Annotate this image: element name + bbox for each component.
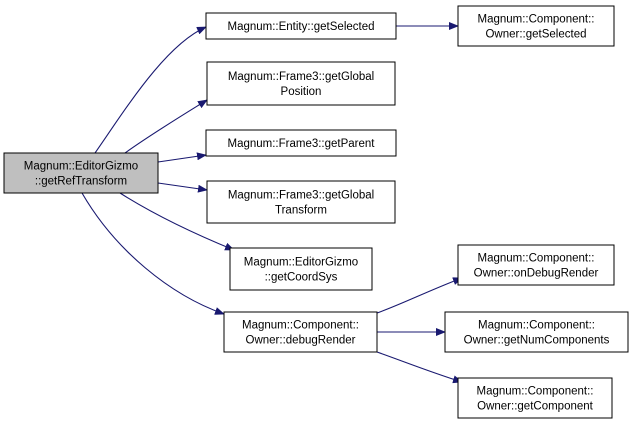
- node-label-line: Transform: [275, 205, 327, 217]
- edge-root-to-frame3_getGlobalPosition: [124, 99, 208, 154]
- node-owner-debugRender[interactable]: Magnum::Component::Owner::debugRender: [223, 311, 378, 353]
- node-label-line: Owner::getSelected: [485, 29, 586, 41]
- node-entity-getSelected[interactable]: Magnum::Entity::getSelected: [205, 12, 397, 40]
- node-label-line: Magnum::EditorGizmo: [24, 161, 138, 173]
- node-owner-onDebugRender[interactable]: Magnum::Component::Owner::onDebugRender: [457, 244, 615, 286]
- node-label-line: ::getCoordSys: [265, 272, 338, 284]
- edge-root-to-frame3_getParent: [157, 152, 207, 163]
- node-label-line: Owner::debugRender: [246, 335, 356, 347]
- node-label-line: Position: [281, 86, 322, 98]
- node-label-line: Owner::getComponent: [477, 401, 594, 413]
- node-box: [457, 377, 613, 419]
- edges-layer: [81, 22, 463, 384]
- node-label-line: Magnum::Entity::getSelected: [227, 21, 374, 33]
- node-label-line: Magnum::Component::: [477, 386, 594, 398]
- node-box: [229, 247, 373, 291]
- nodes-layer: Magnum::EditorGizmo::getRefTransformMagn…: [3, 5, 629, 419]
- node-owner-getComponent[interactable]: Magnum::Component::Owner::getComponent: [457, 377, 613, 419]
- node-box: [223, 311, 378, 353]
- node-label-line: Magnum::Frame3::getGlobal: [228, 190, 374, 202]
- node-label-line: ::getRefTransform: [35, 176, 127, 188]
- node-box: [444, 311, 629, 353]
- node-editorgizmo-getCoordSys[interactable]: Magnum::EditorGizmo::getCoordSys: [229, 247, 373, 291]
- node-frame3-getParent[interactable]: Magnum::Frame3::getParent: [205, 129, 397, 157]
- node-label-line: Magnum::Frame3::getGlobal: [228, 71, 374, 83]
- edge-owner_debugRender-to-owner_onDebugRender: [376, 277, 463, 314]
- node-box: [205, 12, 397, 40]
- node-box: [3, 152, 159, 194]
- edge-root-to-entity_getSelected: [94, 26, 207, 154]
- node-label-line: Owner::onDebugRender: [474, 268, 599, 280]
- edge-root-to-frame3_getGlobalTransform: [157, 182, 208, 193]
- node-box: [457, 5, 615, 47]
- node-label-line: Magnum::Component::: [478, 14, 595, 26]
- node-label-line: Magnum::Frame3::getParent: [227, 138, 375, 150]
- node-label-line: Magnum::Component::: [478, 253, 595, 265]
- edge-root-to-editorgizmo_getCoordSys: [119, 192, 235, 251]
- node-box: [205, 129, 397, 157]
- node-owner-getNumComponents[interactable]: Magnum::Component::Owner::getNumComponen…: [444, 311, 629, 353]
- node-box: [206, 61, 396, 106]
- node-label-line: Magnum::Component::: [242, 320, 359, 332]
- edge-owner_debugRender-to-owner_getComponent: [376, 351, 463, 384]
- node-box: [206, 180, 396, 224]
- node-label-line: Magnum::EditorGizmo: [244, 257, 358, 269]
- node-owner-getSelected[interactable]: Magnum::Component::Owner::getSelected: [457, 5, 615, 47]
- node-root[interactable]: Magnum::EditorGizmo::getRefTransform: [3, 152, 159, 194]
- node-box: [457, 244, 615, 286]
- node-label-line: Magnum::Component::: [478, 320, 595, 332]
- edge-root-to-owner_debugRender: [81, 192, 225, 315]
- node-label-line: Owner::getNumComponents: [464, 335, 610, 347]
